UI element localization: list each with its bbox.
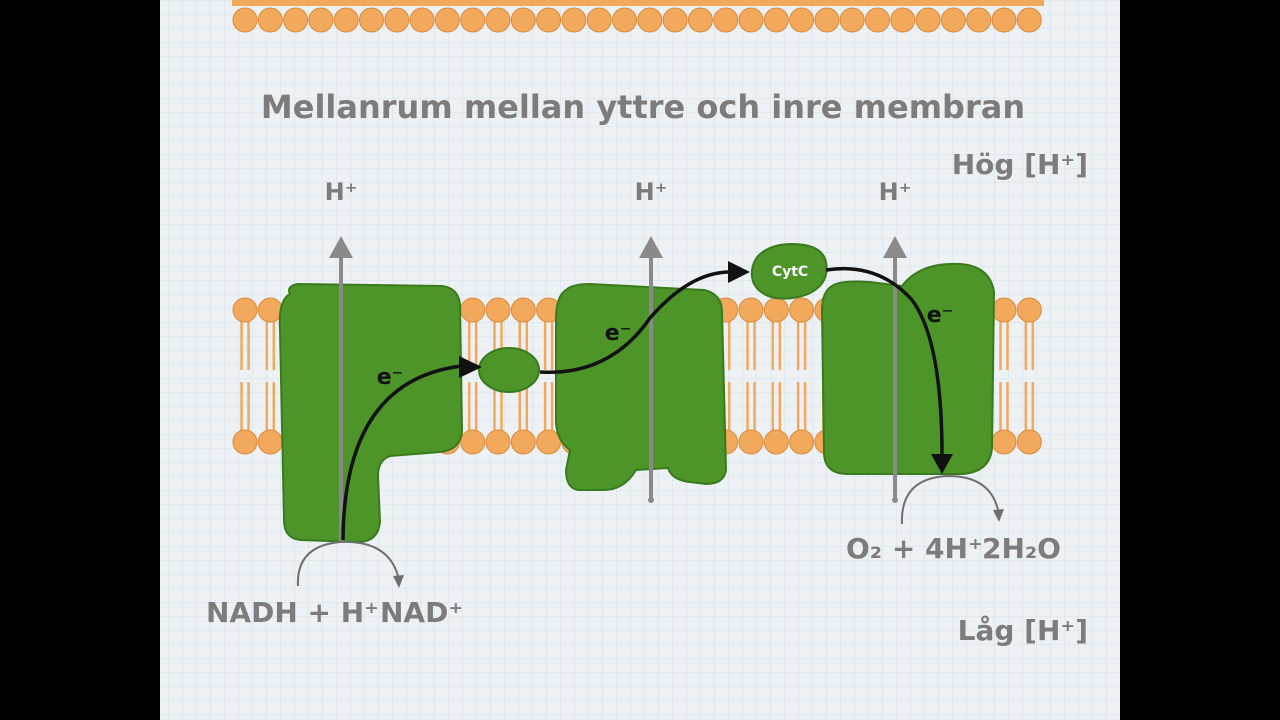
high-concentration-label: Hög [H⁺]: [952, 148, 1088, 181]
reaction-curl-left: [296, 540, 404, 588]
proton-label-one: H⁺: [325, 178, 358, 206]
electron-path: [341, 261, 953, 541]
low-concentration-label: Låg [H⁺]: [958, 614, 1088, 647]
cytochrome-c: [750, 242, 828, 300]
oxygen-label: O₂ + 4H⁺: [846, 532, 983, 565]
proton-arrow-three: [883, 236, 907, 503]
proton-arrow-one: [329, 236, 353, 542]
complex-three: [555, 282, 728, 491]
outer-membrane: [232, 0, 1044, 33]
nadh-label: NADH + H⁺: [206, 596, 379, 629]
proton-label-two: H⁺: [635, 178, 668, 206]
proton-arrow-two: [639, 236, 663, 503]
nad-label: NAD⁺: [380, 596, 463, 629]
complex-one: [278, 282, 464, 544]
ubiquinone-blob: [478, 347, 540, 393]
electron-label-three: e⁻: [927, 303, 954, 328]
water-label: 2H₂O: [982, 532, 1061, 565]
reaction-curl-right: [900, 474, 1004, 525]
electron-label-two: e⁻: [605, 321, 632, 346]
proton-label-three: H⁺: [879, 178, 912, 206]
electron-label-one: e⁻: [377, 365, 404, 390]
diagram-title: Mellanrum mellan yttre och inre membran: [261, 88, 1025, 126]
cytochrome-c-label: CytC: [772, 264, 808, 280]
